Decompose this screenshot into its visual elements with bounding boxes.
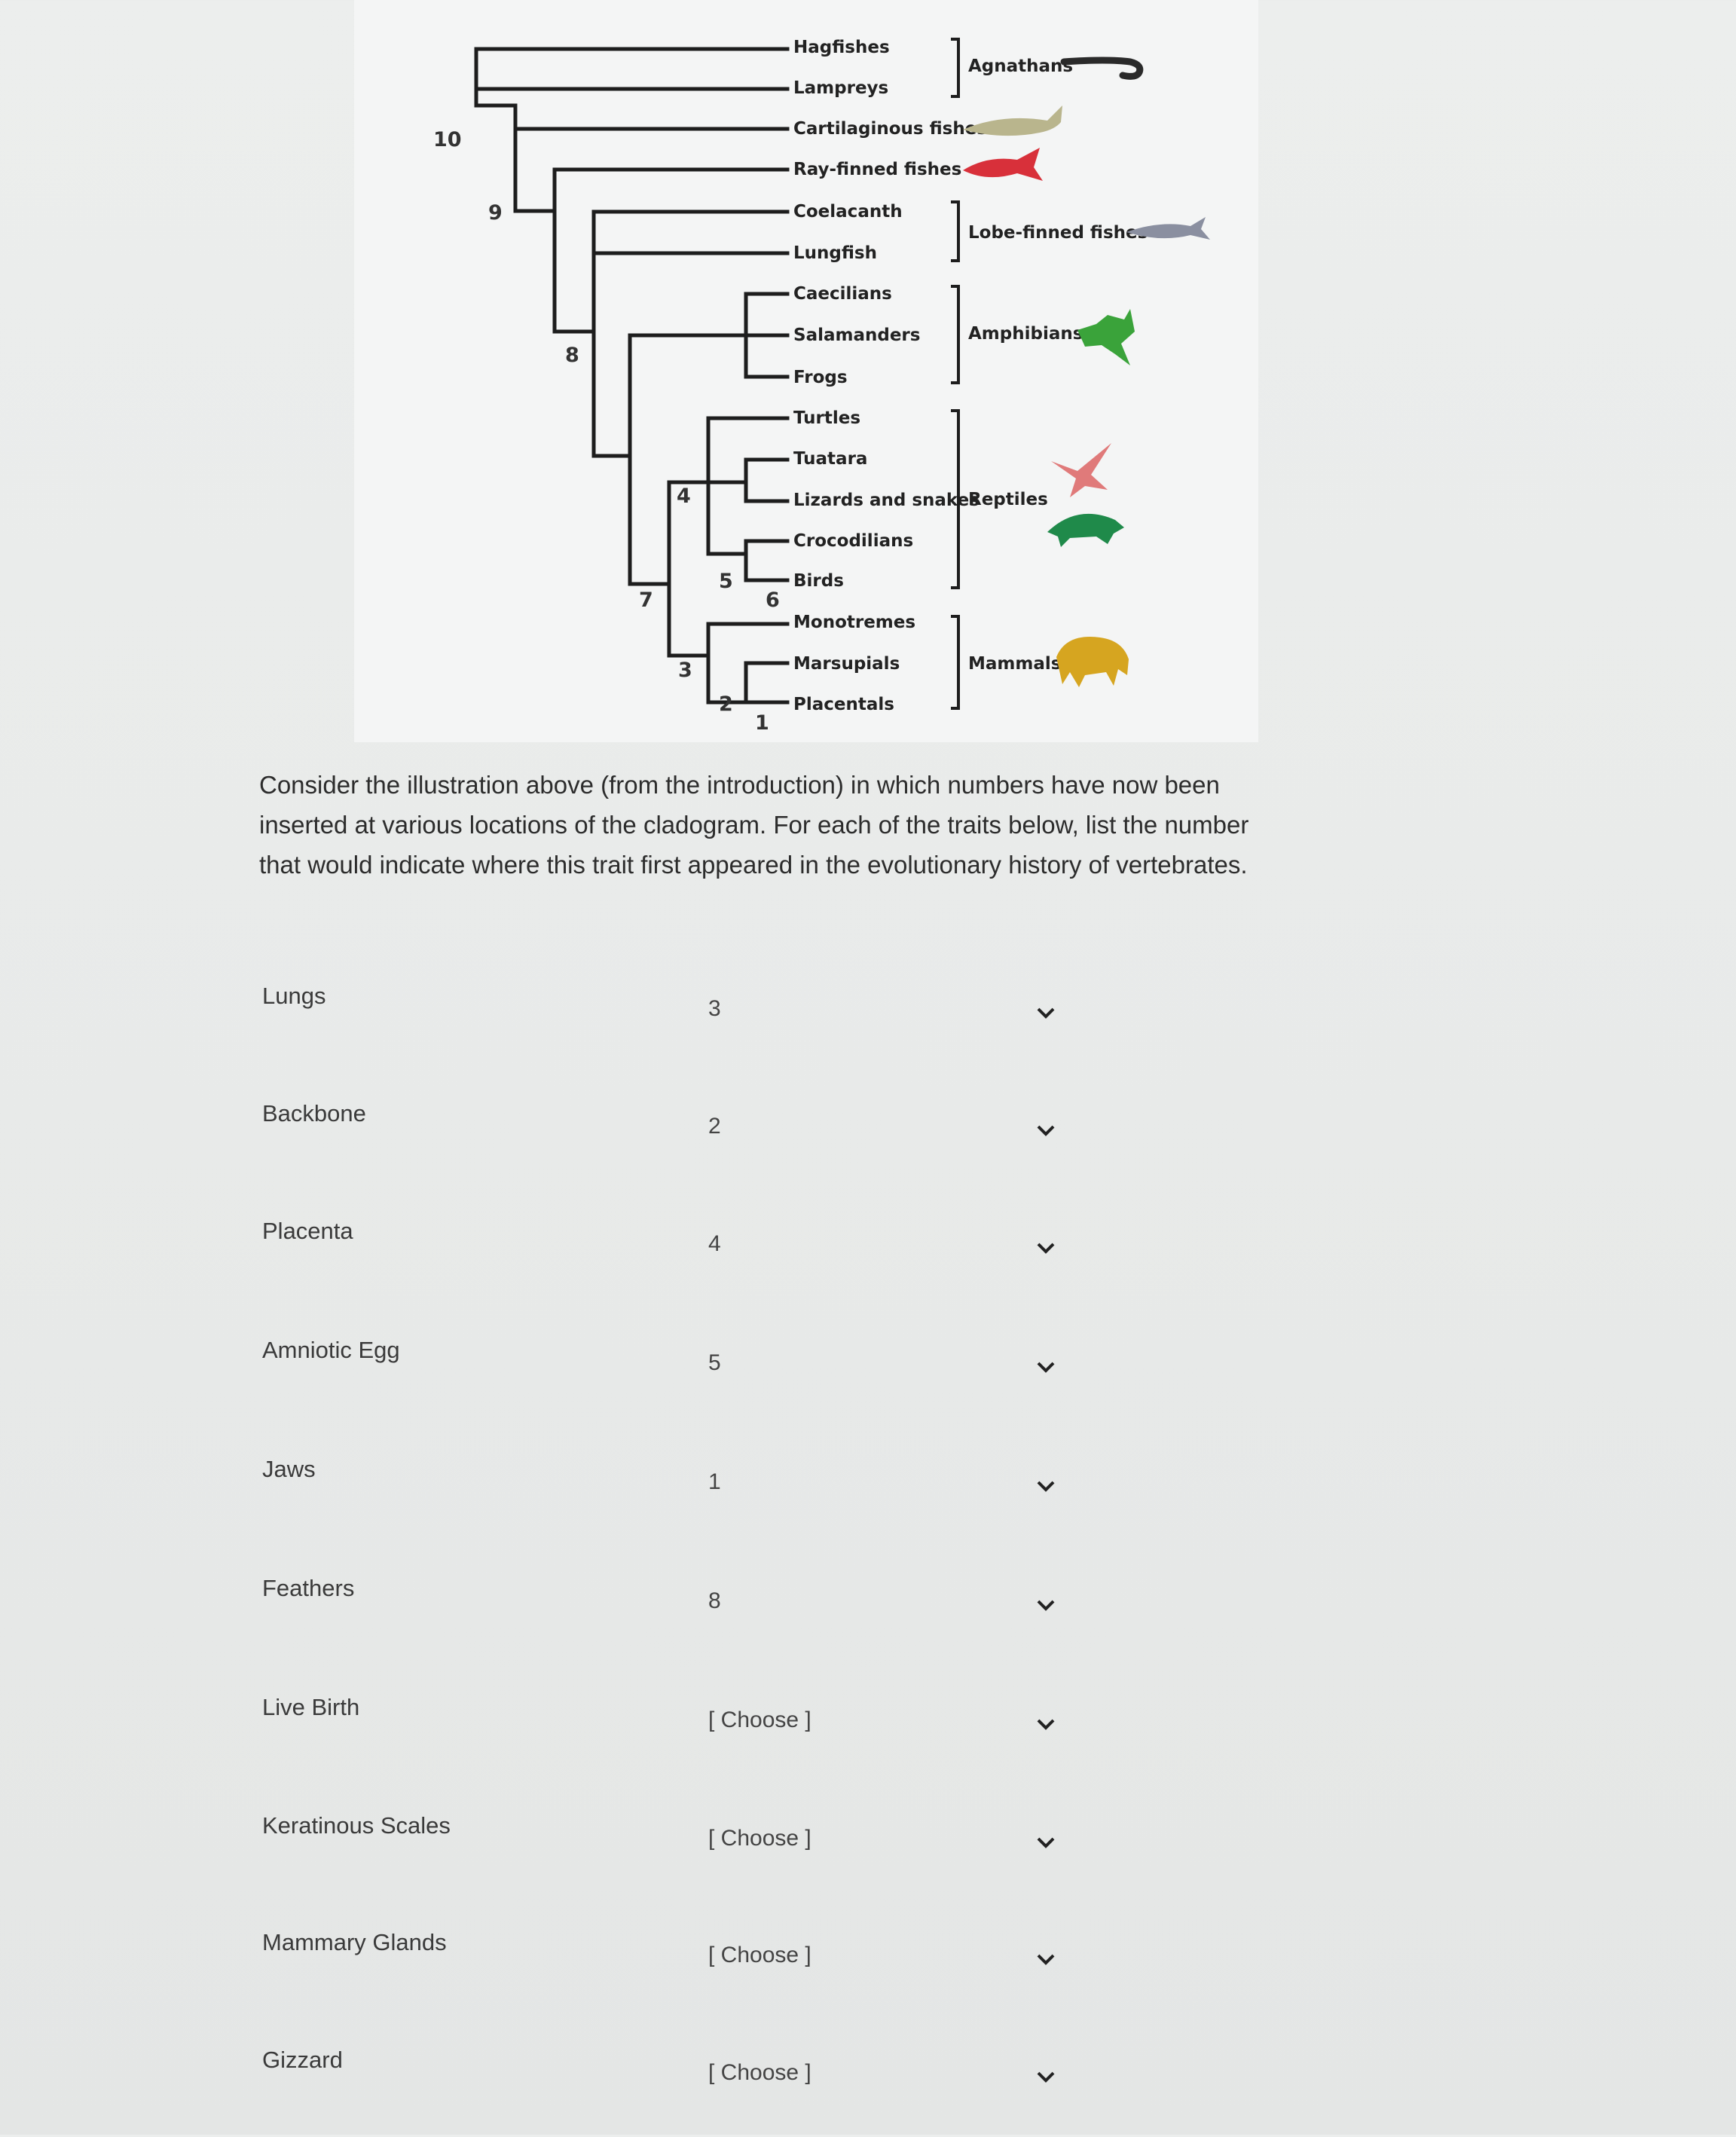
chevron-down-icon [1032,1472,1059,1500]
trait-label: Amniotic Egg [262,1337,400,1364]
trait-label: Gizzard [262,2047,343,2074]
trait-label: Feathers [262,1575,354,1602]
trait-row-keratinous-scales: Keratinous Scales [ Choose ] [0,1812,1736,1903]
selected-value: [ Choose ] [708,1943,1462,1968]
selected-value: 4 [708,1231,1462,1257]
chevron-down-icon [1032,1711,1059,1738]
selected-value: 3 [708,996,1462,1022]
trait-label: Placenta [262,1218,353,1245]
trait-select[interactable]: 1 [708,1463,1070,1509]
trait-row-gizzard: Gizzard [ Choose ] [0,2047,1736,2137]
chevron-down-icon [1032,999,1059,1026]
trait-label: Lungs [262,983,326,1010]
trait-label: Mammary Glands [262,1929,447,1956]
trait-label: Backbone [262,1100,366,1127]
trait-select[interactable]: 2 [708,1108,1070,1153]
selected-value: [ Choose ] [708,1707,1462,1733]
trait-label: Keratinous Scales [262,1812,451,1839]
trait-row-mammary-glands: Mammary Glands [ Choose ] [0,1929,1736,2019]
chevron-down-icon [1032,1946,1059,1973]
trait-select[interactable]: [ Choose ] [708,1820,1070,1865]
trait-row-placenta: Placenta 4 [0,1218,1736,1308]
selected-value: 1 [708,1469,1462,1495]
trait-row-live-birth: Live Birth [ Choose ] [0,1694,1736,1784]
trait-select[interactable]: 5 [708,1344,1070,1390]
trait-select[interactable]: 3 [708,990,1070,1035]
chevron-down-icon [1032,1234,1059,1261]
trait-select[interactable]: [ Choose ] [708,2054,1070,2099]
trait-label: Jaws [262,1456,316,1483]
chevron-down-icon [1032,1353,1059,1380]
chevron-down-icon [1032,1591,1059,1619]
chevron-down-icon [1032,2063,1059,2090]
trait-select[interactable]: [ Choose ] [708,1701,1070,1747]
chevron-down-icon [1032,1117,1059,1144]
trait-row-feathers: Feathers 8 [0,1575,1736,1665]
trait-label: Live Birth [262,1694,359,1721]
trait-select[interactable]: 4 [708,1225,1070,1270]
selected-value: [ Choose ] [708,2060,1462,2086]
selected-value: 2 [708,1114,1462,1139]
trait-select[interactable]: [ Choose ] [708,1937,1070,1982]
selected-value: 5 [708,1350,1462,1376]
selected-value: 8 [708,1588,1462,1614]
trait-row-amniotic-egg: Amniotic Egg 5 [0,1337,1736,1427]
selected-value: [ Choose ] [708,1826,1462,1851]
trait-row-backbone: Backbone 2 [0,1100,1736,1191]
trait-select[interactable]: 8 [708,1582,1070,1628]
trait-row-jaws: Jaws 1 [0,1456,1736,1546]
trait-row-lungs: Lungs 3 [0,983,1736,1073]
chevron-down-icon [1032,1829,1059,1856]
